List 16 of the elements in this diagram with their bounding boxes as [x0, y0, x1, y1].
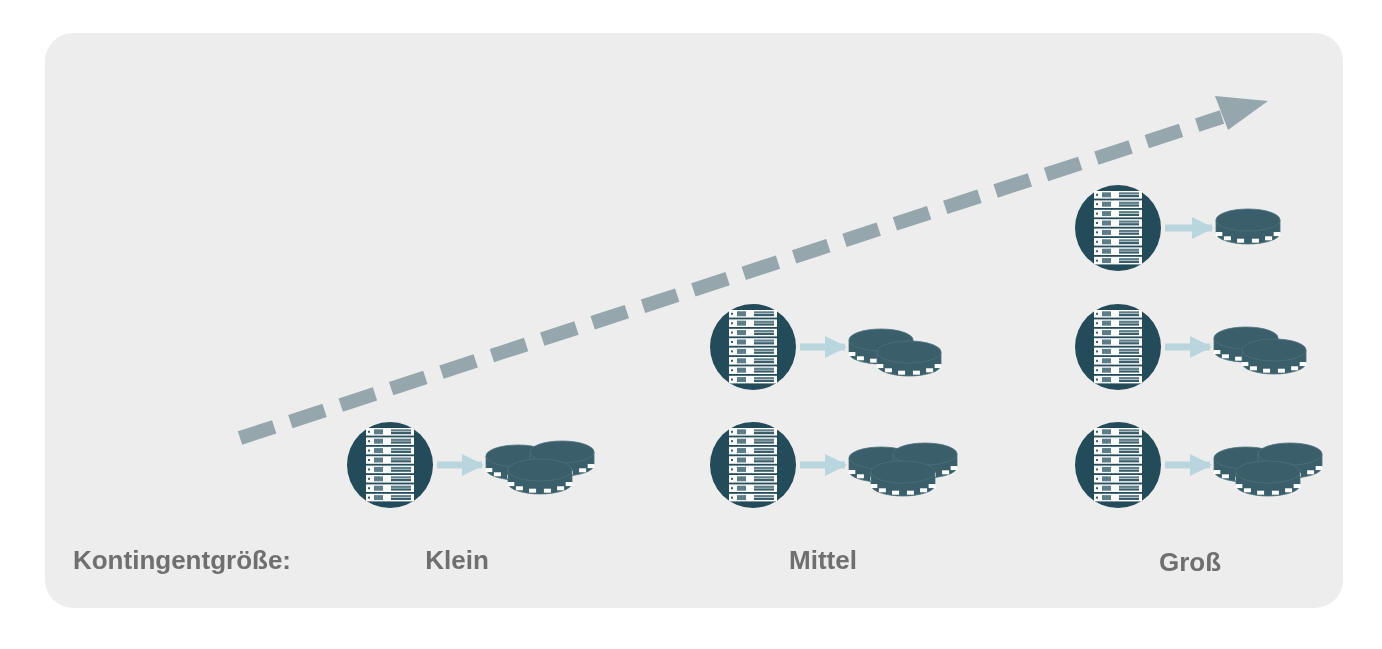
server-icon: [710, 422, 796, 508]
coins-icon: [1213, 442, 1323, 497]
server-icon: [347, 422, 433, 508]
coins-icon: [848, 328, 942, 377]
coins-icon: [1213, 326, 1307, 375]
coins-icon: [1215, 208, 1281, 245]
server-icon: [1075, 304, 1161, 390]
column-label: Mittel: [789, 544, 857, 576]
column-label: Klein: [425, 544, 489, 576]
size-label: Kontingentgröße:: [72, 544, 292, 576]
column-label: Groß: [1158, 546, 1222, 578]
server-icon: [1075, 422, 1161, 508]
coins-icon: [485, 440, 595, 495]
coins-icon: [848, 442, 958, 497]
server-icon: [710, 304, 796, 390]
server-icon: [1075, 185, 1161, 271]
